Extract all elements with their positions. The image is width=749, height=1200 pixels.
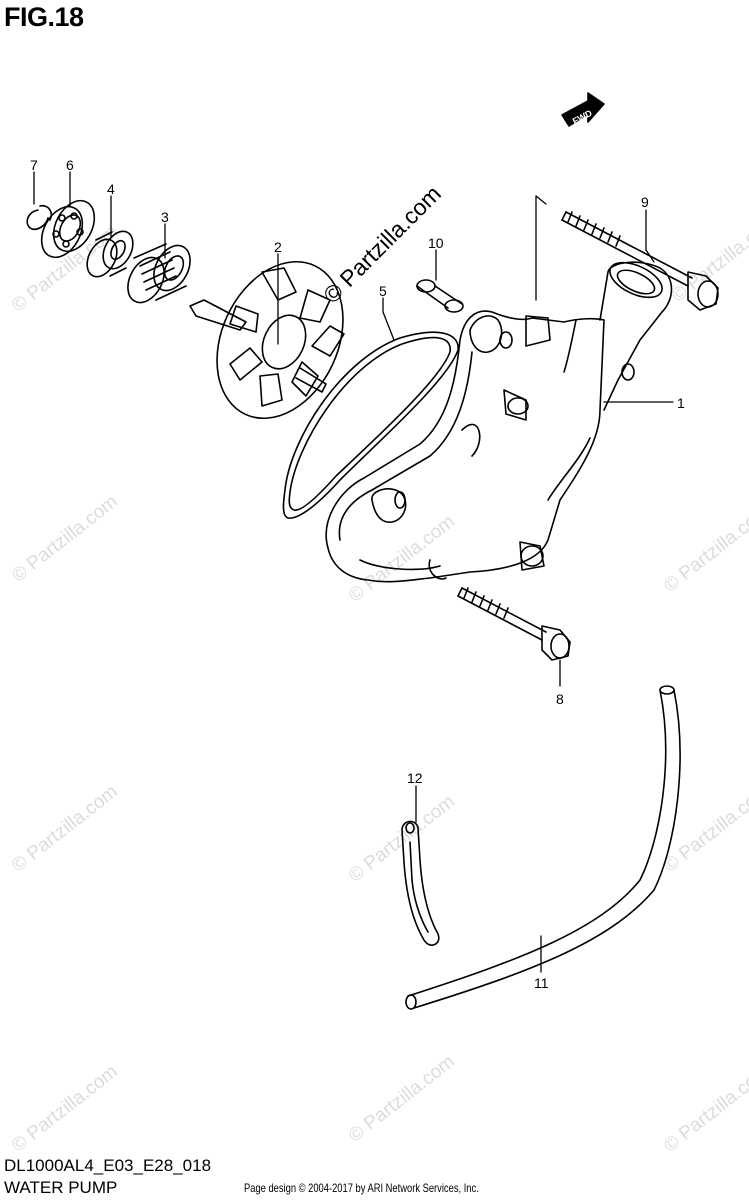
dowel-pin-drawing xyxy=(416,279,464,313)
hose-drawing xyxy=(405,685,681,1010)
callout-10: 10 xyxy=(428,235,444,251)
oil-seal-drawing xyxy=(86,230,134,278)
fwd-arrow-icon: FWD xyxy=(561,92,605,127)
callout-6: 6 xyxy=(66,157,74,173)
callout-12: 12 xyxy=(407,770,423,786)
impeller-drawing xyxy=(189,260,345,420)
callout-3: 3 xyxy=(161,209,169,225)
callout-11: 11 xyxy=(534,975,549,991)
pump-body-drawing xyxy=(325,261,673,583)
leader-lines xyxy=(33,171,674,973)
short-bolt-drawing xyxy=(457,587,571,661)
figure-title: FIG.18 xyxy=(4,2,84,32)
bearing-drawing xyxy=(40,199,96,259)
callout-7: 7 xyxy=(30,157,38,173)
callout-8: 8 xyxy=(556,691,564,707)
callout-1: 1 xyxy=(677,395,685,411)
circlip-drawing xyxy=(26,204,53,231)
callout-labels: 7 6 4 3 2 5 10 9 1 8 11 12 xyxy=(30,157,685,991)
long-bolt-drawing xyxy=(561,211,719,311)
callout-4: 4 xyxy=(107,181,115,197)
hose-clamp-drawing xyxy=(401,820,440,946)
mechanical-seal-drawing xyxy=(127,243,191,304)
callout-9: 9 xyxy=(641,194,649,210)
callout-5: 5 xyxy=(379,283,387,299)
callout-2: 2 xyxy=(274,239,282,255)
o-ring-drawing xyxy=(282,331,459,519)
page-credit: Page design © 2004-2017 by ARI Network S… xyxy=(244,1181,479,1195)
model-code: DL1000AL4_E03_E28_018 xyxy=(4,1156,212,1175)
section-title: WATER PUMP xyxy=(4,1178,118,1197)
